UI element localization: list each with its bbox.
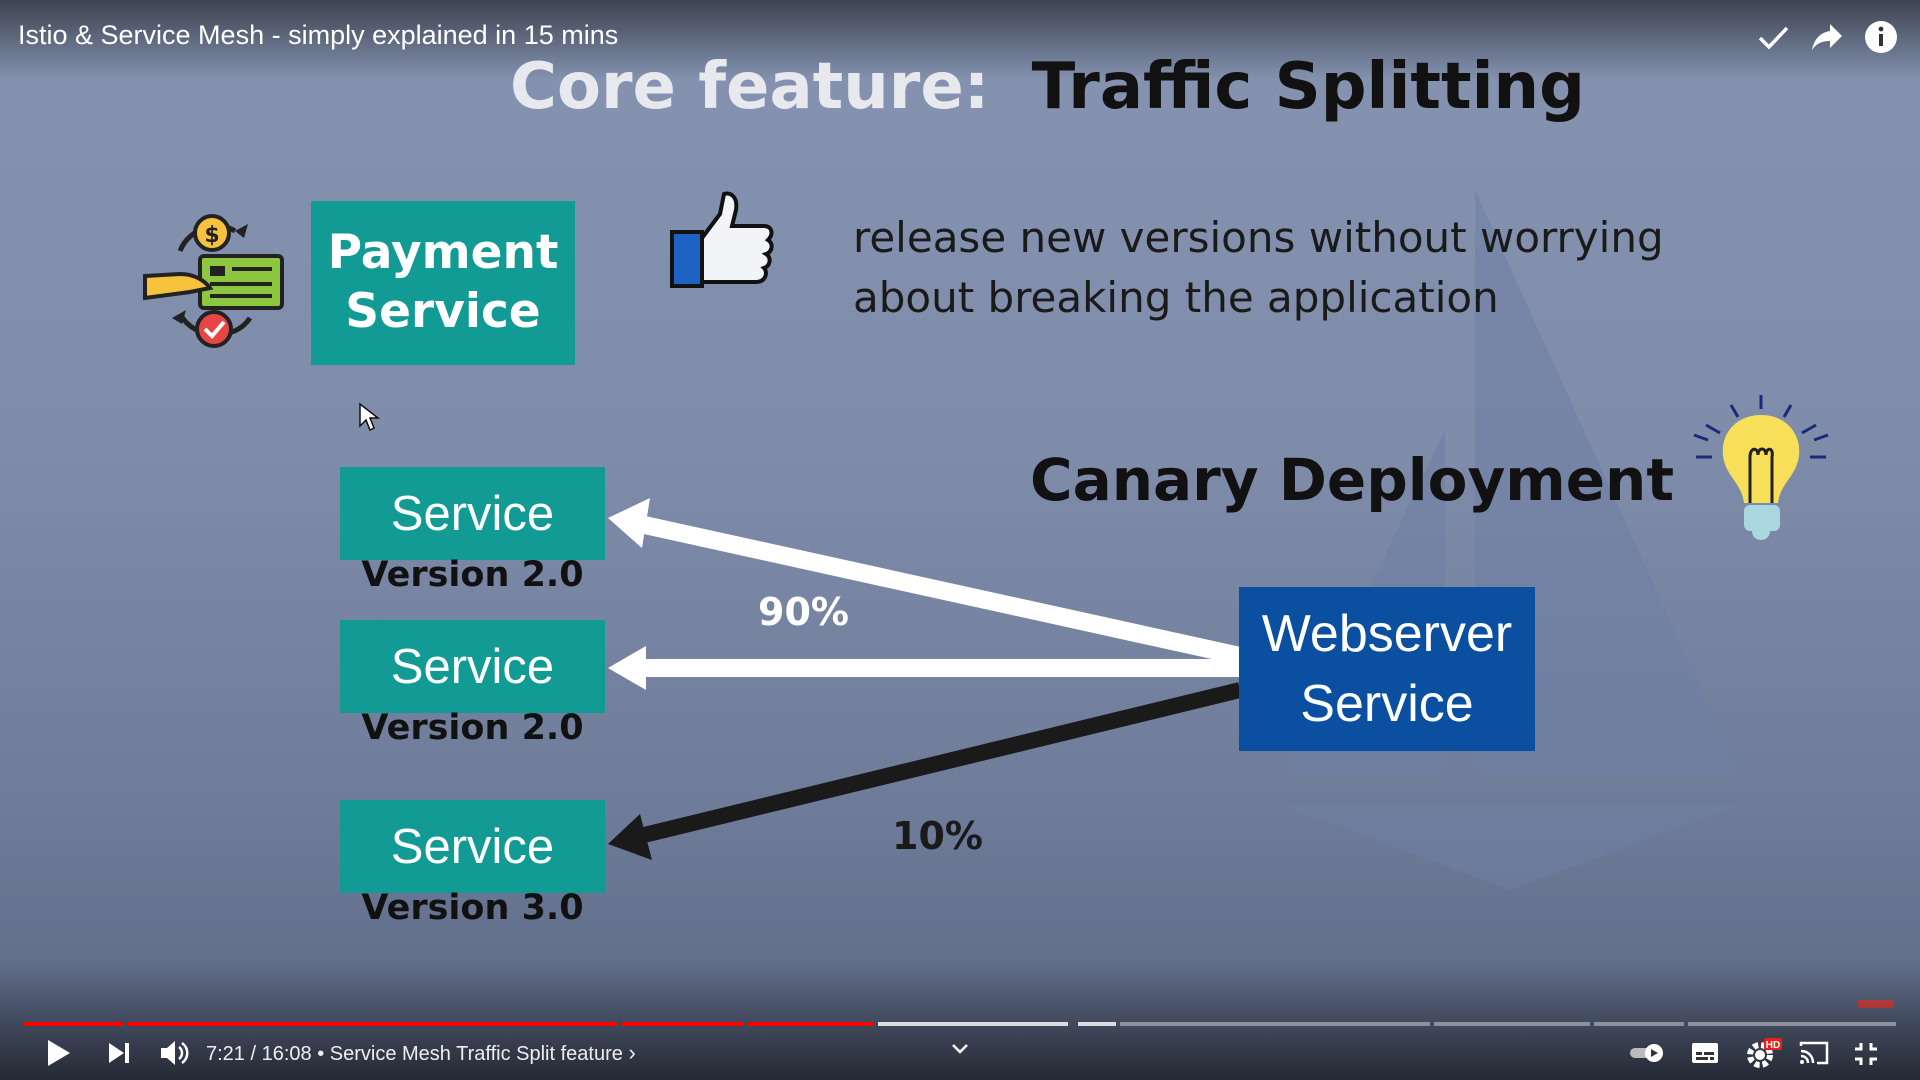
chapter-segment[interactable]: [1688, 1022, 1896, 1026]
service-box-2: Service: [340, 620, 605, 713]
service-box-label: Service: [390, 819, 555, 874]
service-box-label: Service: [390, 486, 555, 541]
webserver-line2: Service: [1300, 675, 1474, 733]
mouse-cursor-icon: [359, 402, 381, 432]
exit-fullscreen-icon[interactable]: [1852, 1040, 1880, 1073]
autoplay-toggle-icon[interactable]: [1628, 1042, 1666, 1069]
chapter-title[interactable]: • Service Mesh Traffic Split feature: [317, 1043, 623, 1065]
canary-deployment-label: Canary Deployment: [1030, 446, 1675, 514]
service-version-label: Version 3.0: [361, 888, 584, 928]
controls-shade: [0, 960, 1920, 1080]
chapter-chevron-icon[interactable]: ›: [628, 1040, 636, 1065]
volume-icon[interactable]: [158, 1038, 190, 1073]
info-icon[interactable]: [1862, 18, 1900, 56]
slide-title-part2: Traffic Splitting: [1031, 50, 1585, 124]
chapter-segment[interactable]: [878, 1022, 1068, 1026]
slide-title: Core feature: Traffic Splitting: [510, 50, 1585, 124]
chapter-segment[interactable]: [128, 1022, 618, 1026]
webserver-service-box: Webserver Service: [1239, 587, 1535, 751]
progress-bar[interactable]: [24, 1022, 1896, 1026]
next-icon[interactable]: [106, 1040, 132, 1071]
chapter-segment[interactable]: [1078, 1022, 1116, 1026]
slide-title-part1: Core feature:: [510, 50, 990, 124]
chapter-segment[interactable]: [1594, 1022, 1684, 1026]
service-box-label: Service: [390, 639, 555, 694]
time-display: 7:21 / 16:08: [206, 1043, 312, 1065]
payment-service-line1: Payment: [327, 225, 559, 281]
chapter-segment[interactable]: [1120, 1022, 1430, 1026]
chapter-segment[interactable]: [1434, 1022, 1590, 1026]
check-icon[interactable]: [1754, 18, 1792, 56]
pct-10-label: 10%: [892, 814, 983, 858]
payment-service-box: Payment Service: [311, 201, 575, 365]
video-title[interactable]: Istio & Service Mesh - simply explained …: [18, 20, 619, 50]
share-icon[interactable]: [1808, 18, 1846, 56]
chapter-segment[interactable]: [748, 1022, 874, 1026]
light-bulb-icon: [1693, 395, 1829, 540]
cast-icon[interactable]: [1798, 1040, 1830, 1071]
svg-text:$: $: [204, 223, 219, 248]
service-box-1: Service: [340, 467, 605, 560]
chapter-segment[interactable]: [24, 1022, 124, 1026]
chevron-down-icon[interactable]: [950, 1042, 970, 1061]
subtitles-icon[interactable]: [1690, 1040, 1720, 1071]
time-and-chapter: 7:21 / 16:08 • Service Mesh Traffic Spli…: [206, 1040, 636, 1066]
payment-icon: $: [143, 214, 284, 348]
thumbs-up-icon: [670, 191, 774, 288]
settings-icon[interactable]: HD: [1744, 1036, 1784, 1075]
service-version-label: Version 2.0: [361, 555, 584, 595]
top-bar: [0, 0, 1920, 80]
chapter-segment[interactable]: [622, 1022, 744, 1026]
hd-badge: HD: [1766, 1040, 1780, 1051]
play-icon[interactable]: [44, 1037, 72, 1074]
service-box-3: Service: [340, 800, 605, 893]
webserver-line1: Webserver: [1261, 605, 1513, 663]
service-version-label: Version 2.0: [361, 708, 584, 748]
pct-90-label: 90%: [758, 590, 849, 634]
payment-service-line2: Service: [345, 284, 541, 339]
release-text: release new versions without worrying ab…: [853, 213, 1664, 322]
